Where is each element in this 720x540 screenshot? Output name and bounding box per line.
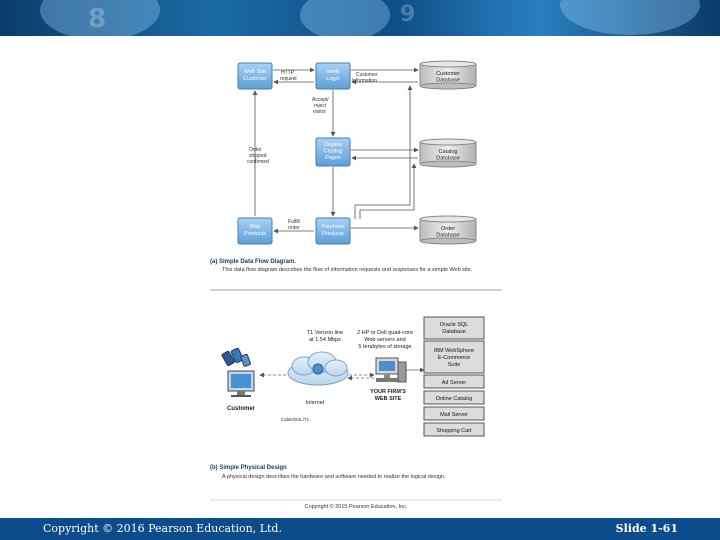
header-banner: 8 9 (0, 0, 720, 36)
caption-b-text: A physical design describes the hardware… (222, 474, 446, 480)
process-web-site-customer (237, 62, 273, 90)
banner-digit-icon: 8 (88, 4, 107, 34)
process-verify-login (315, 62, 351, 90)
caption-b-title: (b) Simple Physical Design (210, 465, 287, 471)
banner-glow (40, 0, 160, 36)
stack-layer-label: Shopping Cart (436, 428, 472, 434)
cable-label: Cable/DSL/T1 (281, 417, 310, 422)
stack-layer (423, 390, 485, 405)
stack-layer-label: Online Catalog (436, 396, 472, 402)
stack-layer (423, 374, 485, 389)
caption-a-title: (a) Simple Data Flow Diagram. (210, 259, 296, 265)
figure-copyright: Copyright © 2015 Pearson Education, Inc. (305, 503, 408, 510)
process-ship-products (237, 217, 273, 245)
banner-digit-icon: 9 (400, 2, 416, 27)
process-purchase-products (315, 217, 351, 245)
customer-devices-icon (221, 347, 255, 397)
stack-layer-label: Ad Server (442, 380, 467, 386)
slide-number: Slide 1-61 (615, 522, 678, 535)
stack-layer-label: Mail Server (440, 412, 468, 418)
physical-connection-arrows (259, 367, 425, 381)
stack-layer (423, 340, 485, 374)
customer-label: Customer (227, 406, 256, 412)
caption-a-text: This data flow diagram describes the flo… (222, 267, 473, 273)
footer-copyright: Copyright © 2016 Pearson Education, Ltd. (43, 522, 282, 535)
web-server-icon (375, 357, 407, 383)
stack-layer (423, 406, 485, 421)
internet-label: Internet (306, 400, 325, 406)
stack-layer (423, 422, 485, 437)
stack-layer (423, 316, 485, 340)
dfd-flow-arrows (252, 67, 419, 234)
slide-footer: Copyright © 2016 Pearson Education, Ltd.… (0, 518, 720, 540)
banner-glow (300, 0, 390, 36)
process-display-catalog-pages (315, 137, 351, 167)
internet-cloud-icon (287, 351, 349, 386)
